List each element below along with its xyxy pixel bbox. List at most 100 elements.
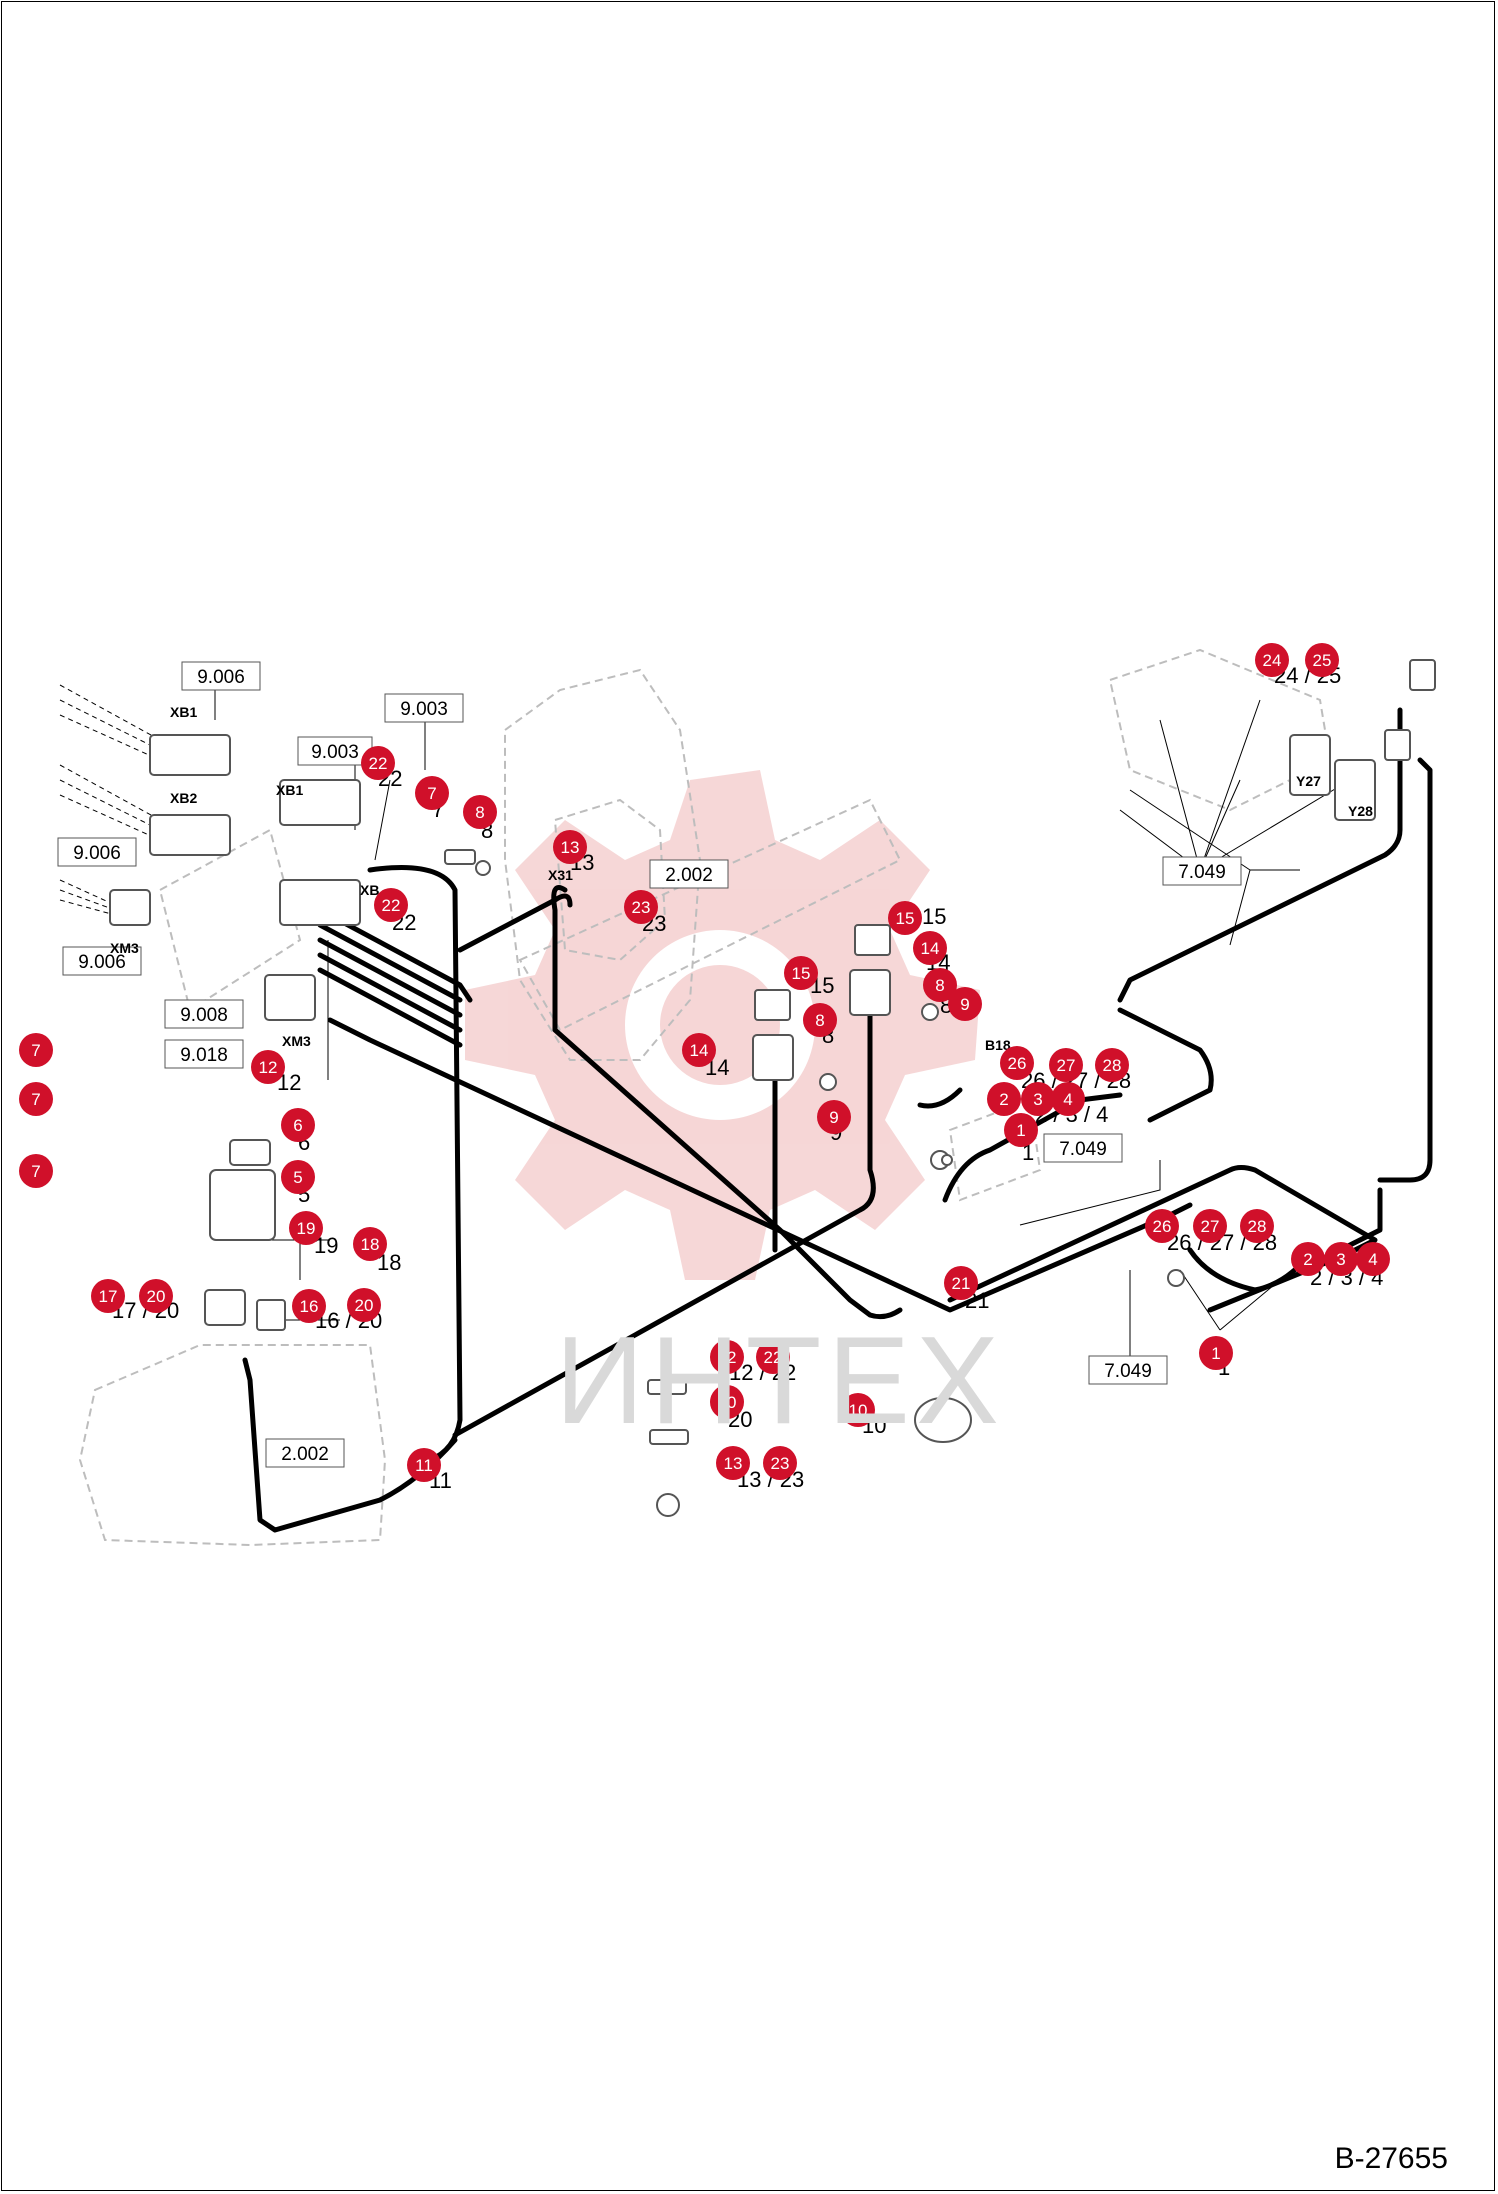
callout-bubble[interactable]: 27 — [1193, 1209, 1227, 1243]
callout-bubble[interactable]: 4 — [1356, 1242, 1390, 1276]
callout-bubble[interactable]: 23 — [763, 1446, 797, 1480]
callout-bubble[interactable]: 10 — [841, 1393, 875, 1427]
callout-bubble[interactable]: 22 — [374, 888, 408, 922]
callout-bubble[interactable]: 1 — [1004, 1113, 1038, 1147]
wiring-harness — [242, 707, 1433, 1533]
callout-bubble[interactable]: 4 — [1051, 1082, 1085, 1116]
drawing-code: B-27655 — [1334, 2142, 1448, 2175]
callout-bubble[interactable]: 6 — [281, 1108, 315, 1142]
callout-bubble[interactable]: 21 — [944, 1266, 978, 1300]
callout-bubble[interactable]: 8 — [463, 795, 497, 829]
ref-box: 9.006 — [181, 661, 261, 691]
connector-label: XB — [360, 882, 379, 898]
svg-text:2: 2 — [999, 1090, 1008, 1109]
svg-text:9: 9 — [960, 995, 969, 1014]
ref-box: 9.006 — [57, 837, 137, 867]
connector-xb-mate — [279, 879, 361, 926]
callout-bubble[interactable]: 24 — [1255, 643, 1289, 677]
relay-left — [752, 1034, 794, 1081]
callout-bubble[interactable]: 16 — [292, 1289, 326, 1323]
svg-text:8: 8 — [935, 976, 944, 995]
svg-text:15: 15 — [896, 909, 915, 928]
callout-bubble[interactable]: 13 — [716, 1446, 750, 1480]
svg-text:13: 13 — [561, 838, 580, 857]
svg-text:7: 7 — [427, 784, 436, 803]
bolt — [444, 849, 476, 865]
valve-plug-upper — [1409, 659, 1436, 691]
callout-bubble[interactable]: 20 — [710, 1385, 744, 1419]
svg-text:2.002: 2.002 — [665, 865, 713, 886]
svg-text:10: 10 — [849, 1401, 868, 1420]
callout-bubble[interactable]: 8 — [923, 968, 957, 1002]
connector-label: B18 — [985, 1037, 1011, 1053]
callout-bubble[interactable]: 23 — [624, 890, 658, 924]
callout-bubble[interactable]: 5 — [281, 1160, 315, 1194]
callout-bubble[interactable]: 26 — [1145, 1209, 1179, 1243]
callout-bubble[interactable]: 14 — [682, 1033, 716, 1067]
callout-bubble[interactable]: 17 — [91, 1279, 125, 1313]
callout-bubble[interactable]: 7 — [19, 1082, 53, 1116]
callout-bubble[interactable]: 2 — [987, 1082, 1021, 1116]
switch-cap — [229, 1139, 271, 1166]
relay-cover-left — [754, 989, 791, 1021]
ref-box: 9.008 — [164, 999, 244, 1029]
callout-bubble[interactable]: 12 — [710, 1340, 744, 1374]
callout-bubble[interactable]: 15 — [888, 901, 922, 935]
callout-bubble[interactable]: 12 — [251, 1050, 285, 1084]
callout-bubble[interactable]: 20 — [347, 1288, 381, 1322]
callout-bubble[interactable]: 20 — [139, 1279, 173, 1313]
svg-text:9.006: 9.006 — [73, 843, 121, 864]
callout-bubble[interactable]: 2 — [1291, 1242, 1325, 1276]
callout-bubble[interactable]: 3 — [1021, 1082, 1055, 1116]
svg-text:1: 1 — [1211, 1344, 1220, 1363]
svg-text:16: 16 — [300, 1297, 319, 1316]
callout-bubble[interactable]: 19 — [289, 1211, 323, 1245]
relay-cover-right — [854, 924, 891, 956]
callout-bubble[interactable]: 7 — [19, 1154, 53, 1188]
ref-box: 2.002 — [265, 1438, 345, 1468]
callout-bubble[interactable]: 22 — [361, 746, 395, 780]
svg-text:24: 24 — [1263, 651, 1282, 670]
callout-bubble[interactable]: 9 — [948, 987, 982, 1021]
ref-box: 9.003 — [384, 693, 464, 723]
callout-bubble[interactable]: 28 — [1240, 1209, 1274, 1243]
svg-text:15: 15 — [792, 964, 811, 983]
svg-text:21: 21 — [952, 1274, 971, 1293]
svg-text:20: 20 — [355, 1296, 374, 1315]
svg-text:22: 22 — [369, 754, 388, 773]
connector-label: XM3 — [282, 1033, 311, 1049]
ref-box: 7.049 — [1162, 856, 1242, 886]
callout-bubble[interactable]: 8 — [803, 1003, 837, 1037]
callout-bubble[interactable]: 27 — [1049, 1048, 1083, 1082]
callout-bubble[interactable]: 14 — [913, 931, 947, 965]
svg-text:7: 7 — [31, 1090, 40, 1109]
callout-bubble[interactable]: 18 — [353, 1227, 387, 1261]
callout-bubble[interactable]: 25 — [1305, 643, 1339, 677]
svg-text:13: 13 — [724, 1454, 743, 1473]
callout-bubble[interactable]: 1 — [1199, 1336, 1233, 1370]
svg-text:17: 17 — [99, 1287, 118, 1306]
svg-text:7: 7 — [31, 1041, 40, 1060]
callout-bubbles: 22 7 8 13 23 22 7 7 7 12 6 5 19 18 16 20… — [19, 643, 1390, 1482]
ref-box: 9.003 — [297, 736, 373, 766]
callout-bubble[interactable]: 11 — [407, 1448, 441, 1482]
callout-bubble[interactable]: 22 — [756, 1340, 790, 1374]
components — [109, 659, 1436, 1517]
callout-bubble[interactable]: 7 — [19, 1033, 53, 1067]
ref-box: 9.018 — [164, 1039, 244, 1069]
callout-bubble[interactable]: 28 — [1095, 1048, 1129, 1082]
watermark-text: ИНТЕХ — [555, 1312, 1005, 1450]
svg-text:7.049: 7.049 — [1178, 862, 1226, 883]
svg-text:9.018: 9.018 — [180, 1045, 228, 1066]
plug-housing-right — [256, 1299, 286, 1331]
callout-bubble[interactable]: 7 — [415, 776, 449, 810]
connector-xm3-housing — [109, 889, 151, 926]
connector-label: XB1 — [276, 782, 303, 798]
callout-bubble[interactable]: 26 — [1000, 1046, 1034, 1080]
callout-bubble[interactable]: 15 — [784, 956, 818, 990]
ref-box: 9.006 — [62, 946, 142, 976]
callout-bubble[interactable]: 13 — [553, 830, 587, 864]
svg-text:9.003: 9.003 — [400, 699, 448, 720]
callout-bubble[interactable]: 3 — [1324, 1242, 1358, 1276]
callout-bubble[interactable]: 9 — [817, 1100, 851, 1134]
